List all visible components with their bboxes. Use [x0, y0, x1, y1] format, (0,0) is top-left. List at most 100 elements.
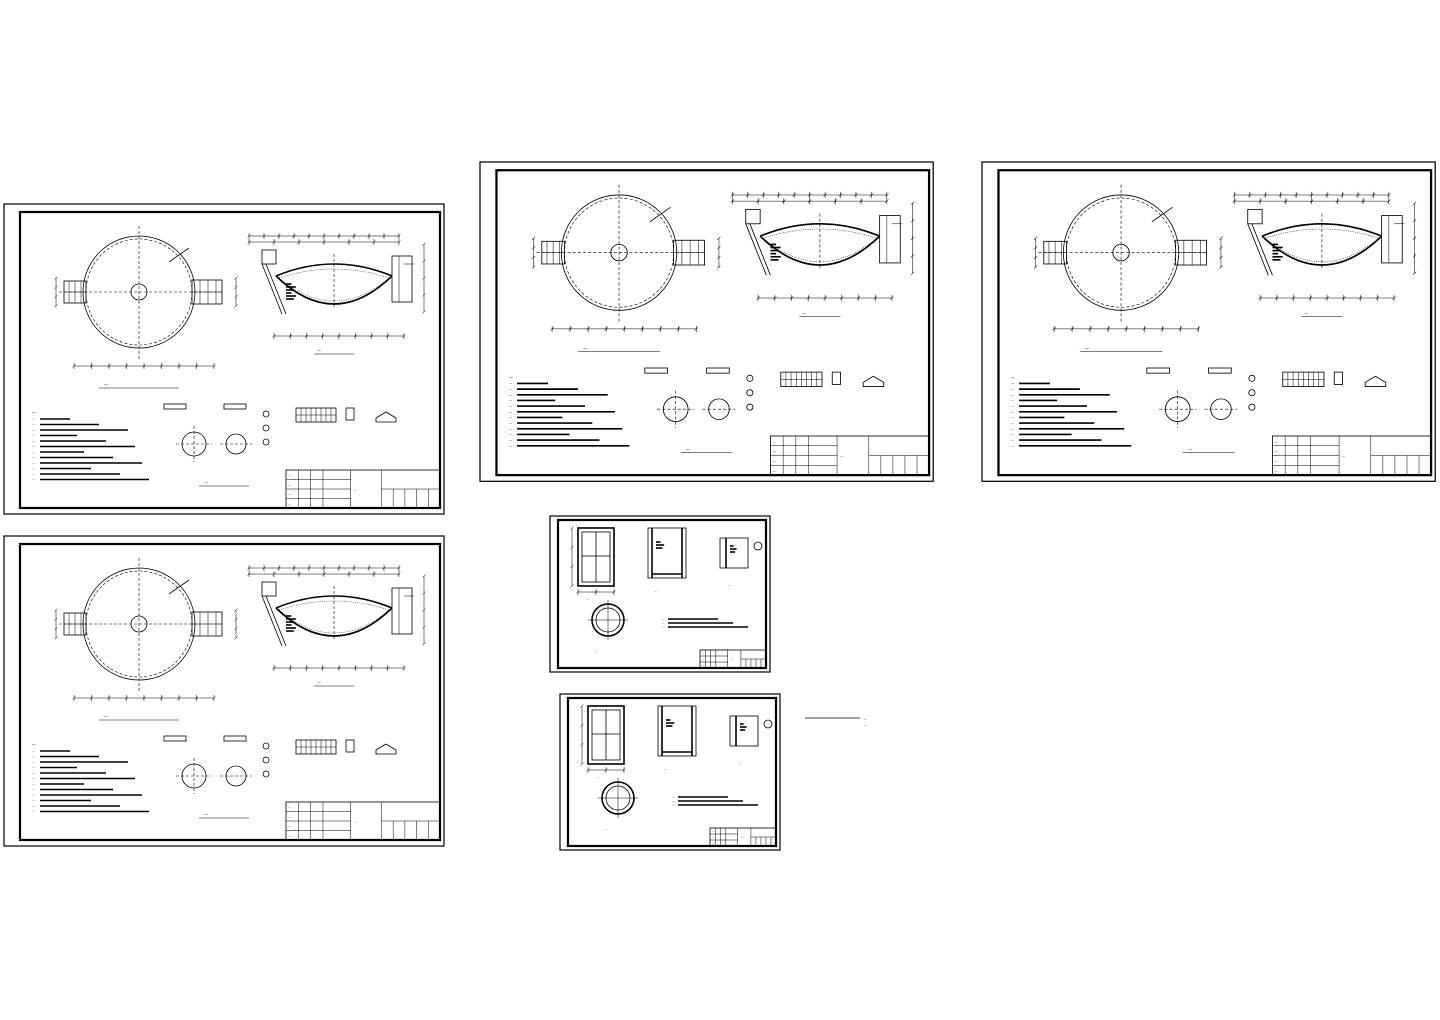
- detail-beam-a: [163, 403, 187, 410]
- view-title: —: [596, 775, 599, 779]
- dim-tick: [570, 526, 574, 530]
- detail-marker: [1248, 403, 1256, 411]
- sheet-outer-border: [479, 161, 934, 482]
- note-line: —: [32, 810, 35, 814]
- plan-title: —: [104, 382, 108, 387]
- section-title: —: [317, 348, 321, 353]
- dimension-line: [272, 333, 406, 339]
- note-line: —: [32, 445, 35, 449]
- title-block-cell: —: [702, 663, 705, 667]
- title-block: —————: [285, 469, 441, 509]
- title-block-cell: —: [1275, 469, 1278, 473]
- note-line: —: [1011, 393, 1014, 397]
- inlet-pipe: [261, 595, 283, 647]
- dim-tick: [422, 642, 426, 646]
- drawing-name-label: —: [741, 835, 744, 839]
- title-block-cell: —: [1275, 450, 1278, 454]
- dim-tick: [531, 246, 536, 250]
- note-line: —: [32, 472, 35, 476]
- detail-notes: [740, 723, 747, 731]
- note-line: —: [1011, 432, 1014, 436]
- general-notes: —————————————: [1011, 374, 1132, 448]
- sheet-outer-border: [3, 203, 445, 515]
- inlet-pipe: [745, 223, 767, 276]
- dimension-line-vertical: [54, 276, 58, 308]
- section-inlet-box: [261, 249, 277, 265]
- dimension-line: [1232, 191, 1391, 199]
- note-line: —: [32, 777, 35, 781]
- note-line: —: [1011, 410, 1014, 414]
- detail-title: —: [686, 446, 690, 451]
- detail-marker: [746, 389, 754, 397]
- note-line: —: [509, 421, 512, 425]
- dim-tick: [54, 626, 58, 631]
- detail-marker: [262, 424, 270, 432]
- dim-tick: [422, 608, 426, 612]
- dimension-line-vertical: [1033, 236, 1038, 269]
- drawing-name-label: —: [354, 488, 357, 492]
- plan-view: —: [1033, 184, 1223, 352]
- dim-tick: [54, 608, 58, 612]
- dim-tick: [1033, 255, 1038, 260]
- title-block-cell: —: [702, 651, 705, 655]
- dim-tick: [1412, 201, 1417, 205]
- note-line: —: [32, 417, 35, 421]
- dimension-line: [247, 233, 401, 239]
- title-block-cell: —: [712, 829, 715, 833]
- dim-tick: [580, 742, 584, 747]
- sheet-inner-border: [495, 169, 931, 477]
- dim-tick: [422, 625, 426, 629]
- detail-marker: [262, 770, 270, 778]
- sheet-outer-border: [981, 161, 1436, 482]
- dimension-line-vertical: [717, 236, 721, 269]
- detail-beam-b: [706, 367, 730, 374]
- drawing-name-label: —: [731, 657, 734, 661]
- dim-tick: [234, 626, 238, 631]
- dim-tick: [422, 574, 426, 578]
- section-view: —: [247, 565, 426, 687]
- view-title: —: [728, 583, 731, 587]
- inlet-pipe: [749, 223, 771, 276]
- detail-marker: [262, 410, 270, 418]
- note-line: —: [32, 804, 35, 808]
- title-block-cell: —: [288, 806, 291, 810]
- well-notes: ———: [662, 617, 748, 629]
- note-line: —: [1011, 398, 1014, 402]
- dim-tick: [717, 236, 721, 240]
- note-line: —: [32, 439, 35, 443]
- plan-title: —: [583, 345, 587, 350]
- leader-line: [168, 247, 190, 263]
- dim-tick: [717, 255, 721, 260]
- sheets-layer: ————————————————————————————————————————…: [3, 161, 1436, 851]
- detail-title: —: [204, 812, 208, 817]
- title-block-cell: —: [288, 483, 291, 487]
- sheet-inner-border: [18, 542, 442, 842]
- title-block-cell: —: [1275, 459, 1278, 463]
- dim-tick: [531, 236, 536, 240]
- dimension-line-vertical: [570, 526, 574, 588]
- sheet-inner-border: [18, 210, 442, 510]
- view-title: —: [738, 761, 741, 765]
- notes-heading: —: [509, 374, 513, 379]
- dimension-line-vertical: [234, 276, 238, 308]
- dim-tick: [1033, 236, 1038, 240]
- detail-beam-b: [1208, 367, 1232, 374]
- loose-label: —: [864, 723, 867, 727]
- dim-tick: [422, 293, 426, 297]
- elevation-view-b: —: [657, 705, 697, 771]
- dimension-line: [272, 665, 406, 671]
- inlet-pipe: [1251, 223, 1273, 276]
- detail-beam-b: [223, 403, 247, 410]
- sheet-outer-border: [549, 515, 771, 673]
- sheet-inner-border: [566, 696, 778, 848]
- dim-tick: [1412, 271, 1417, 275]
- note-line: —: [509, 415, 512, 419]
- title-block-cell: —: [288, 502, 291, 506]
- outlet-structure: [1381, 215, 1403, 264]
- section-annotations: [286, 615, 296, 632]
- dim-tick: [1033, 265, 1038, 269]
- title-block: —————: [770, 435, 930, 476]
- drawing-sheet-well: ———————————: [559, 693, 781, 851]
- section-title: —: [1304, 310, 1308, 315]
- dimension-line-vertical: [910, 201, 915, 275]
